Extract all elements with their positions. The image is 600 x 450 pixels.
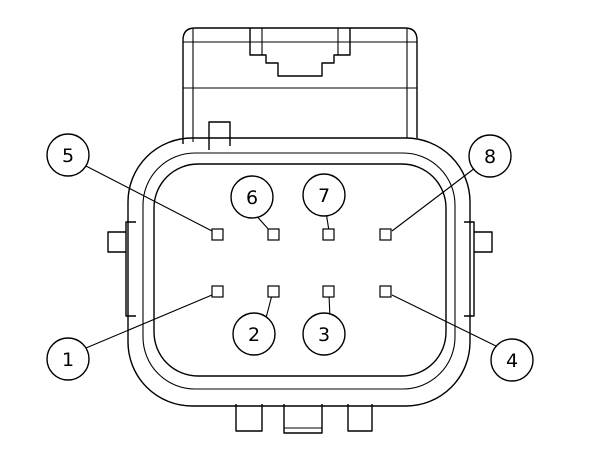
callout-4: 4 bbox=[490, 338, 534, 382]
pin-7 bbox=[322, 228, 335, 241]
callout-6: 6 bbox=[230, 175, 274, 219]
connector-side-rib-left bbox=[107, 221, 136, 317]
callout-8-label: 8 bbox=[484, 146, 496, 168]
callout-1: 1 bbox=[46, 337, 90, 381]
callout-3: 3 bbox=[302, 312, 346, 356]
pin-3 bbox=[322, 285, 335, 298]
pin-4 bbox=[379, 285, 392, 298]
callout-3-label: 3 bbox=[318, 324, 330, 346]
pin-5 bbox=[211, 228, 224, 241]
pin-6 bbox=[267, 228, 280, 241]
connector-housing-outer bbox=[127, 137, 471, 407]
callout-6-label: 6 bbox=[246, 187, 258, 209]
callout-2: 2 bbox=[232, 312, 276, 356]
connector-latch bbox=[182, 27, 418, 144]
connector-key-tab bbox=[208, 121, 231, 150]
pin-grid bbox=[211, 228, 392, 298]
connector-cavity bbox=[153, 163, 447, 377]
connector-side-rib-right bbox=[464, 221, 493, 317]
callout-4-label: 4 bbox=[506, 350, 518, 372]
leader-lines bbox=[85, 165, 497, 349]
callout-5: 5 bbox=[46, 133, 90, 177]
pin-2 bbox=[267, 285, 280, 298]
callout-5-label: 5 bbox=[62, 145, 74, 167]
callout-2-label: 2 bbox=[248, 324, 260, 346]
connector-housing-middle bbox=[142, 152, 456, 390]
connector-bottom-feet bbox=[235, 404, 373, 434]
callout-1-label: 1 bbox=[62, 349, 74, 371]
callout-7-label: 7 bbox=[318, 185, 330, 207]
callout-8: 8 bbox=[468, 134, 512, 178]
pin-8 bbox=[379, 228, 392, 241]
callout-7: 7 bbox=[302, 173, 346, 217]
pin-1 bbox=[211, 285, 224, 298]
